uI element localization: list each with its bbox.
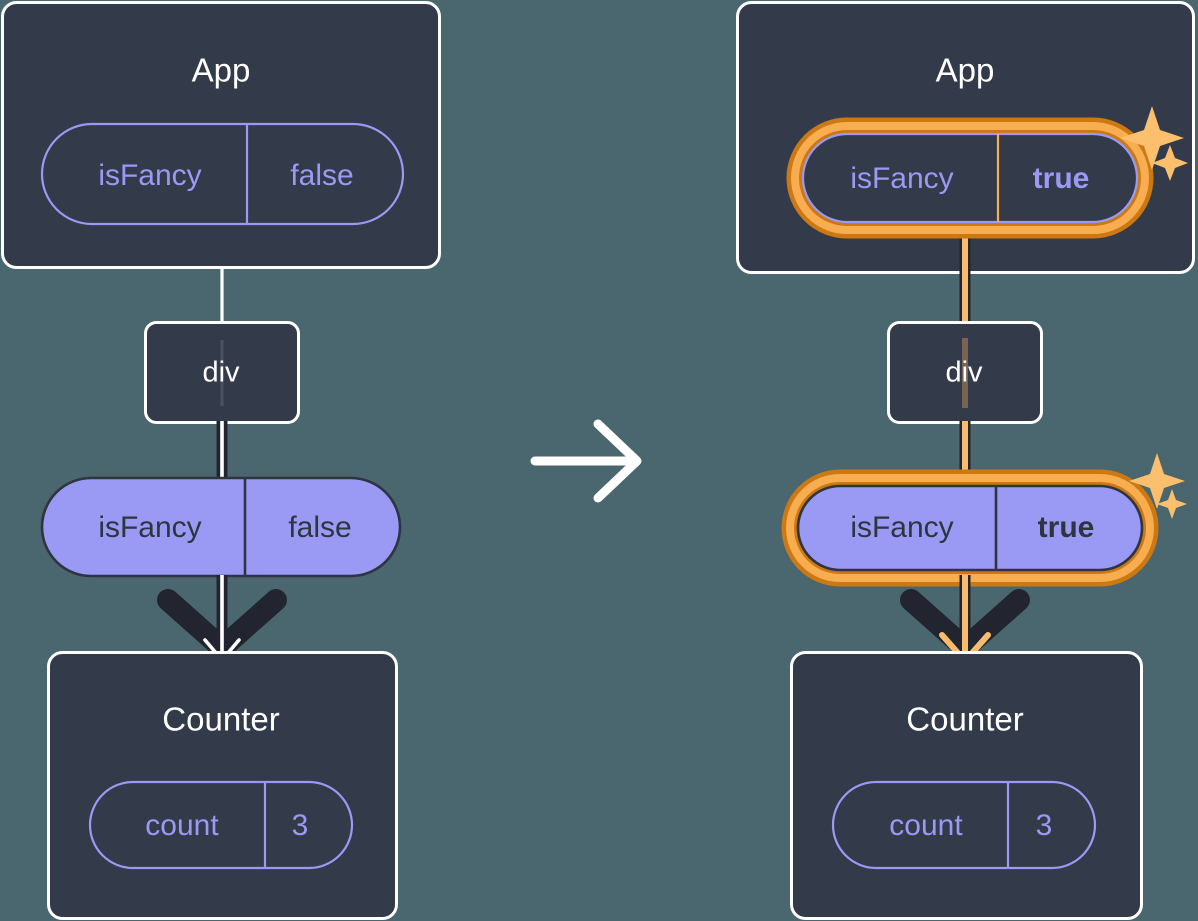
prop-pill-before: isFancy false	[40, 476, 402, 578]
counter-state-pill-value-before: 3	[292, 809, 309, 842]
app-state-pill-before: isFancy false	[40, 122, 405, 226]
panel-before: App isFancy false div isFancy false	[1, 1, 441, 920]
app-state-pill-key-before: isFancy	[98, 159, 201, 192]
counter-box-before	[47, 651, 398, 920]
div-label-before: div	[202, 357, 240, 389]
counter-state-pill-key-after: count	[889, 809, 963, 842]
prop-pill-after: isFancy true	[781, 469, 1159, 587]
app-state-pill-key-after: isFancy	[850, 162, 953, 195]
counter-title-before: Counter	[162, 701, 279, 738]
app-state-pill-after: isFancy true	[786, 117, 1154, 239]
app-title-after: App	[936, 52, 995, 89]
panel-after: App isFancy true div	[736, 1, 1195, 920]
prop-pill-key-after: isFancy	[850, 511, 953, 544]
prop-pill-key-before: isFancy	[98, 511, 201, 544]
counter-box-after	[790, 651, 1143, 920]
prop-pill-value-before: false	[288, 511, 351, 544]
sparkle-icon-app-after	[1120, 106, 1188, 181]
counter-state-pill-key-before: count	[145, 809, 219, 842]
app-box-before	[1, 1, 441, 269]
app-title-before: App	[192, 52, 251, 89]
transition-right-arrow-icon	[530, 419, 642, 503]
div-label-after: div	[945, 357, 983, 389]
app-state-pill-value-before: false	[290, 159, 353, 192]
app-state-pill-value-after: true	[1033, 162, 1090, 195]
counter-state-pill-value-after: 3	[1036, 809, 1053, 842]
sparkle-icon-prop-after	[1129, 453, 1187, 519]
app-state-pill-highlight-ring-after	[791, 122, 1149, 234]
counter-state-pill-before: count 3	[88, 780, 354, 870]
counter-title-after: Counter	[906, 701, 1023, 738]
counter-state-pill-after: count 3	[831, 780, 1097, 870]
prop-pill-value-after: true	[1038, 511, 1095, 544]
